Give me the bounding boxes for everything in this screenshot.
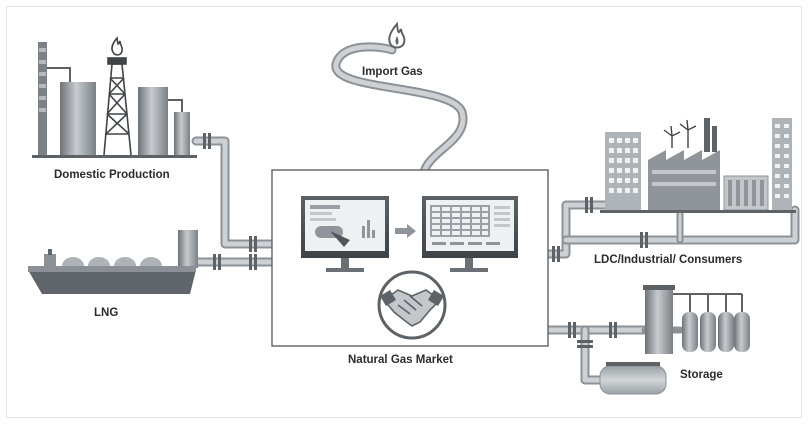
domestic-pipe bbox=[191, 136, 277, 249]
lng-ship bbox=[28, 230, 198, 294]
import-gas-label: Import Gas bbox=[362, 66, 423, 78]
pipe-flanges bbox=[203, 133, 648, 348]
import-gas-flame-icon bbox=[388, 21, 406, 49]
derrick-icon bbox=[103, 57, 132, 156]
monitor-2 bbox=[422, 196, 518, 272]
derrick-flame-icon bbox=[111, 36, 123, 56]
consumers-pipe-upper bbox=[543, 200, 610, 259]
natural-gas-market-label: Natural Gas Market bbox=[348, 354, 453, 366]
market-box bbox=[271, 169, 549, 347]
storage-facility bbox=[599, 285, 750, 395]
lng-label: LNG bbox=[94, 307, 119, 319]
storage-label: Storage bbox=[680, 369, 723, 381]
consumers-facility bbox=[600, 118, 796, 213]
handshake-icon bbox=[377, 270, 447, 340]
domestic-production-facility bbox=[32, 36, 197, 158]
domestic-production-label: Domestic Production bbox=[54, 169, 170, 181]
monitor-1 bbox=[301, 196, 389, 272]
diagram-frame bbox=[6, 6, 802, 418]
consumers-label: LDC/Industrial/ Consumers bbox=[594, 254, 743, 266]
wind-turbine-icon bbox=[663, 119, 697, 148]
transfer-arrow-icon bbox=[395, 224, 416, 238]
